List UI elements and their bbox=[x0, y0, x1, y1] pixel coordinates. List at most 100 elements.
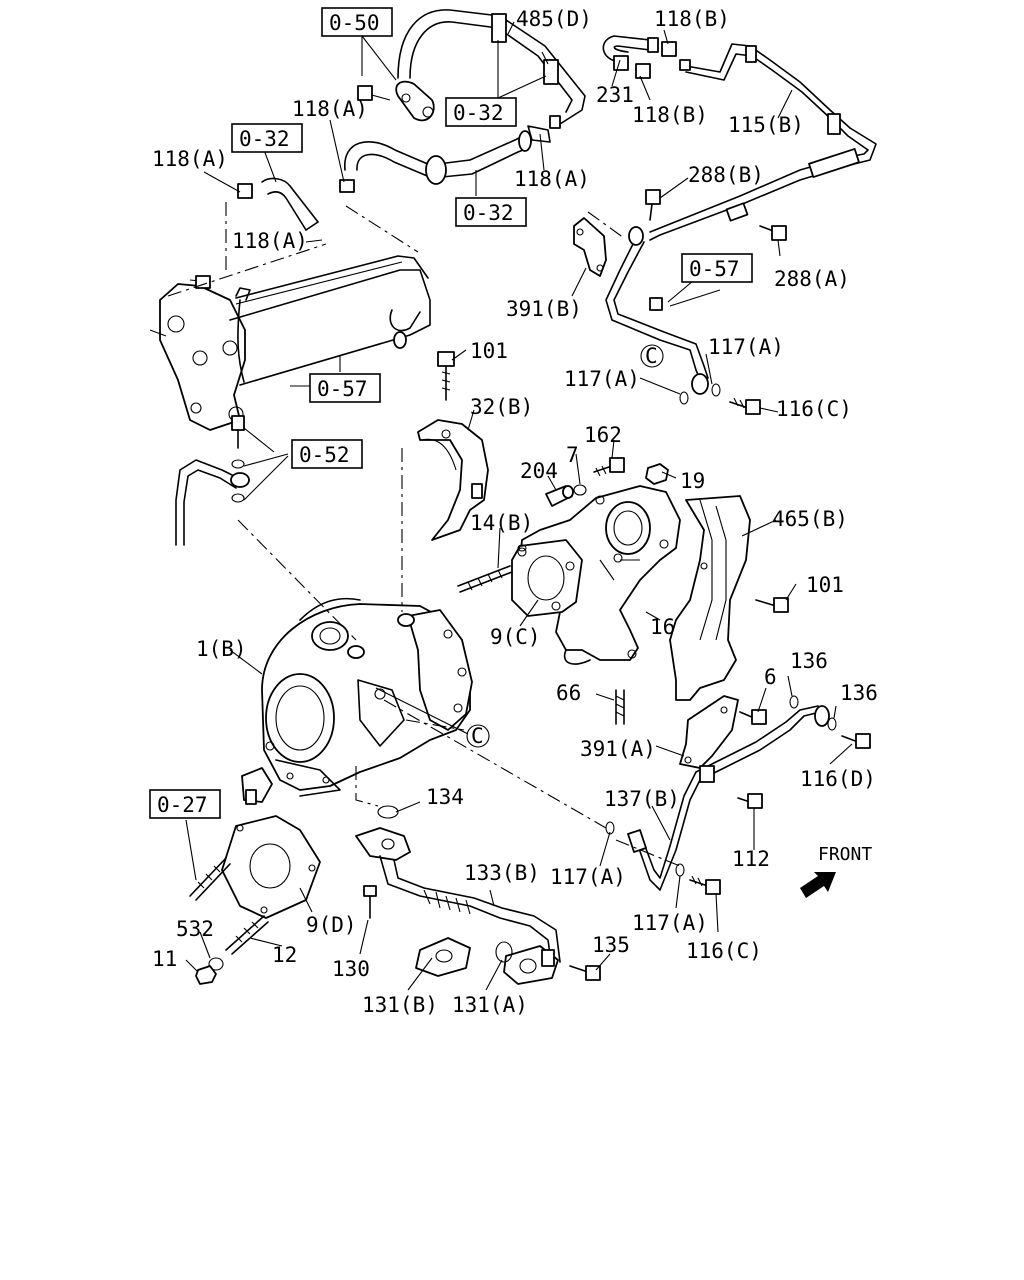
ref-box-0-27: 0-27 bbox=[149, 789, 221, 819]
water-hose-485d bbox=[357, 9, 586, 125]
union-bolt-116c-upper bbox=[729, 397, 761, 415]
oil-return-pipe-133b bbox=[355, 827, 561, 985]
egr-cooler bbox=[149, 255, 431, 431]
label-136-lower: 136 bbox=[840, 681, 878, 705]
gasket-131a bbox=[495, 941, 513, 963]
gasket-9d bbox=[221, 815, 321, 919]
stud-0-27 bbox=[189, 857, 231, 901]
label-391b: 391(B) bbox=[506, 297, 582, 321]
sleeve-204 bbox=[545, 485, 574, 507]
front-label: FRONT bbox=[818, 844, 872, 865]
part-labels: 485(D) 118(B) 231 118(B) 115(B) 118(A) 1… bbox=[152, 7, 878, 1017]
label-16: 16 bbox=[650, 615, 675, 639]
label-116c-lower: 116(C) bbox=[686, 939, 762, 963]
assembly-lines bbox=[167, 200, 681, 867]
bolt-6 bbox=[739, 709, 767, 725]
ref-box-0-50: 0-50 bbox=[321, 7, 393, 37]
label-131a: 131(A) bbox=[452, 993, 528, 1017]
label-162: 162 bbox=[584, 423, 622, 447]
union-bolt-116c-lower bbox=[689, 875, 721, 895]
label-136-upper: 136 bbox=[790, 649, 828, 673]
union-bolt-288a bbox=[759, 225, 787, 241]
washers-117a-upper bbox=[679, 383, 721, 405]
bolt-130 bbox=[363, 885, 377, 919]
label-115b: 115(B) bbox=[728, 113, 804, 137]
ref-box-0-32-middle: 0-32 bbox=[455, 197, 527, 227]
bolt-135 bbox=[569, 965, 601, 981]
label-117a-upper-right: 117(A) bbox=[708, 335, 784, 359]
circle-c-marker-upper: C bbox=[640, 344, 664, 368]
label-485d: 485(D) bbox=[516, 7, 592, 31]
label-118b-top: 118(B) bbox=[654, 7, 730, 31]
small-hose-0-32 bbox=[237, 177, 319, 231]
nut-11 bbox=[195, 965, 217, 985]
gasket-9c bbox=[511, 539, 583, 617]
svg-text:0-57: 0-57 bbox=[689, 257, 740, 281]
water-pipe-115b bbox=[602, 35, 877, 241]
ref-box-0-57-left: 0-57 bbox=[309, 373, 381, 403]
label-66: 66 bbox=[556, 681, 581, 705]
label-288b: 288(B) bbox=[688, 163, 764, 187]
stud-14b bbox=[457, 544, 527, 593]
svg-text:0-57: 0-57 bbox=[317, 377, 368, 401]
label-32b: 32(B) bbox=[470, 395, 533, 419]
union-bolt-288b bbox=[645, 189, 661, 221]
oil-feed-pipe-upper bbox=[573, 217, 709, 395]
oil-feed-pipe-left bbox=[175, 415, 250, 546]
label-137b: 137(B) bbox=[604, 787, 680, 811]
label-1b: 1(B) bbox=[196, 637, 247, 661]
oil-pipe-137b bbox=[627, 705, 830, 891]
stud-12 bbox=[225, 915, 269, 955]
label-117a-upper-left: 117(A) bbox=[564, 367, 640, 391]
svg-text:C: C bbox=[471, 724, 484, 748]
label-11: 11 bbox=[152, 947, 177, 971]
label-118b-bottom: 118(B) bbox=[632, 103, 708, 127]
label-231: 231 bbox=[596, 83, 634, 107]
ref-box-0-32-top: 0-32 bbox=[445, 97, 517, 127]
washer-136 bbox=[789, 695, 837, 731]
label-204: 204 bbox=[520, 459, 558, 483]
svg-text:0-27: 0-27 bbox=[157, 793, 208, 817]
ref-box-0-52: 0-52 bbox=[291, 439, 363, 469]
label-117a-lower-left: 117(A) bbox=[550, 865, 626, 889]
svg-text:0-52: 0-52 bbox=[299, 443, 350, 467]
label-134: 134 bbox=[426, 785, 464, 809]
nut-19 bbox=[645, 463, 669, 485]
label-117a-lower-right: 117(A) bbox=[632, 911, 708, 935]
label-9c: 9(C) bbox=[490, 625, 541, 649]
svg-text:0-50: 0-50 bbox=[329, 11, 380, 35]
label-465b: 465(B) bbox=[772, 507, 848, 531]
label-532: 532 bbox=[176, 917, 214, 941]
label-101-manifold: 101 bbox=[806, 573, 844, 597]
label-6: 6 bbox=[764, 665, 777, 689]
water-hose-0-32 bbox=[339, 115, 561, 193]
label-19: 19 bbox=[680, 469, 705, 493]
label-118a-middle: 118(A) bbox=[514, 167, 590, 191]
ref-box-0-32-left: 0-32 bbox=[231, 123, 303, 153]
label-133b: 133(B) bbox=[464, 861, 540, 885]
circle-c-marker-lower: C bbox=[466, 724, 490, 748]
svg-text:0-32: 0-32 bbox=[239, 127, 290, 151]
label-288a: 288(A) bbox=[774, 267, 850, 291]
front-direction-arrow: FRONT bbox=[800, 844, 872, 898]
label-118a-top: 118(A) bbox=[292, 97, 368, 121]
label-116d: 116(D) bbox=[800, 767, 876, 791]
label-101-top: 101 bbox=[470, 339, 508, 363]
stud-66 bbox=[615, 689, 625, 725]
gasket-134 bbox=[377, 805, 399, 819]
label-131b: 131(B) bbox=[362, 993, 438, 1017]
bracket-391a bbox=[679, 695, 739, 769]
label-12: 12 bbox=[272, 943, 297, 967]
label-7: 7 bbox=[566, 443, 579, 467]
label-9d: 9(D) bbox=[306, 913, 357, 937]
svg-text:C: C bbox=[645, 344, 658, 368]
gasket-131b bbox=[415, 937, 471, 977]
bolt-162 bbox=[593, 457, 625, 477]
label-391a: 391(A) bbox=[580, 737, 656, 761]
svg-text:0-32: 0-32 bbox=[463, 201, 514, 225]
label-116c-upper: 116(C) bbox=[776, 397, 852, 421]
label-118a-cooler: 118(A) bbox=[232, 229, 308, 253]
washer-7 bbox=[573, 484, 587, 496]
union-bolt-116d bbox=[841, 733, 871, 749]
